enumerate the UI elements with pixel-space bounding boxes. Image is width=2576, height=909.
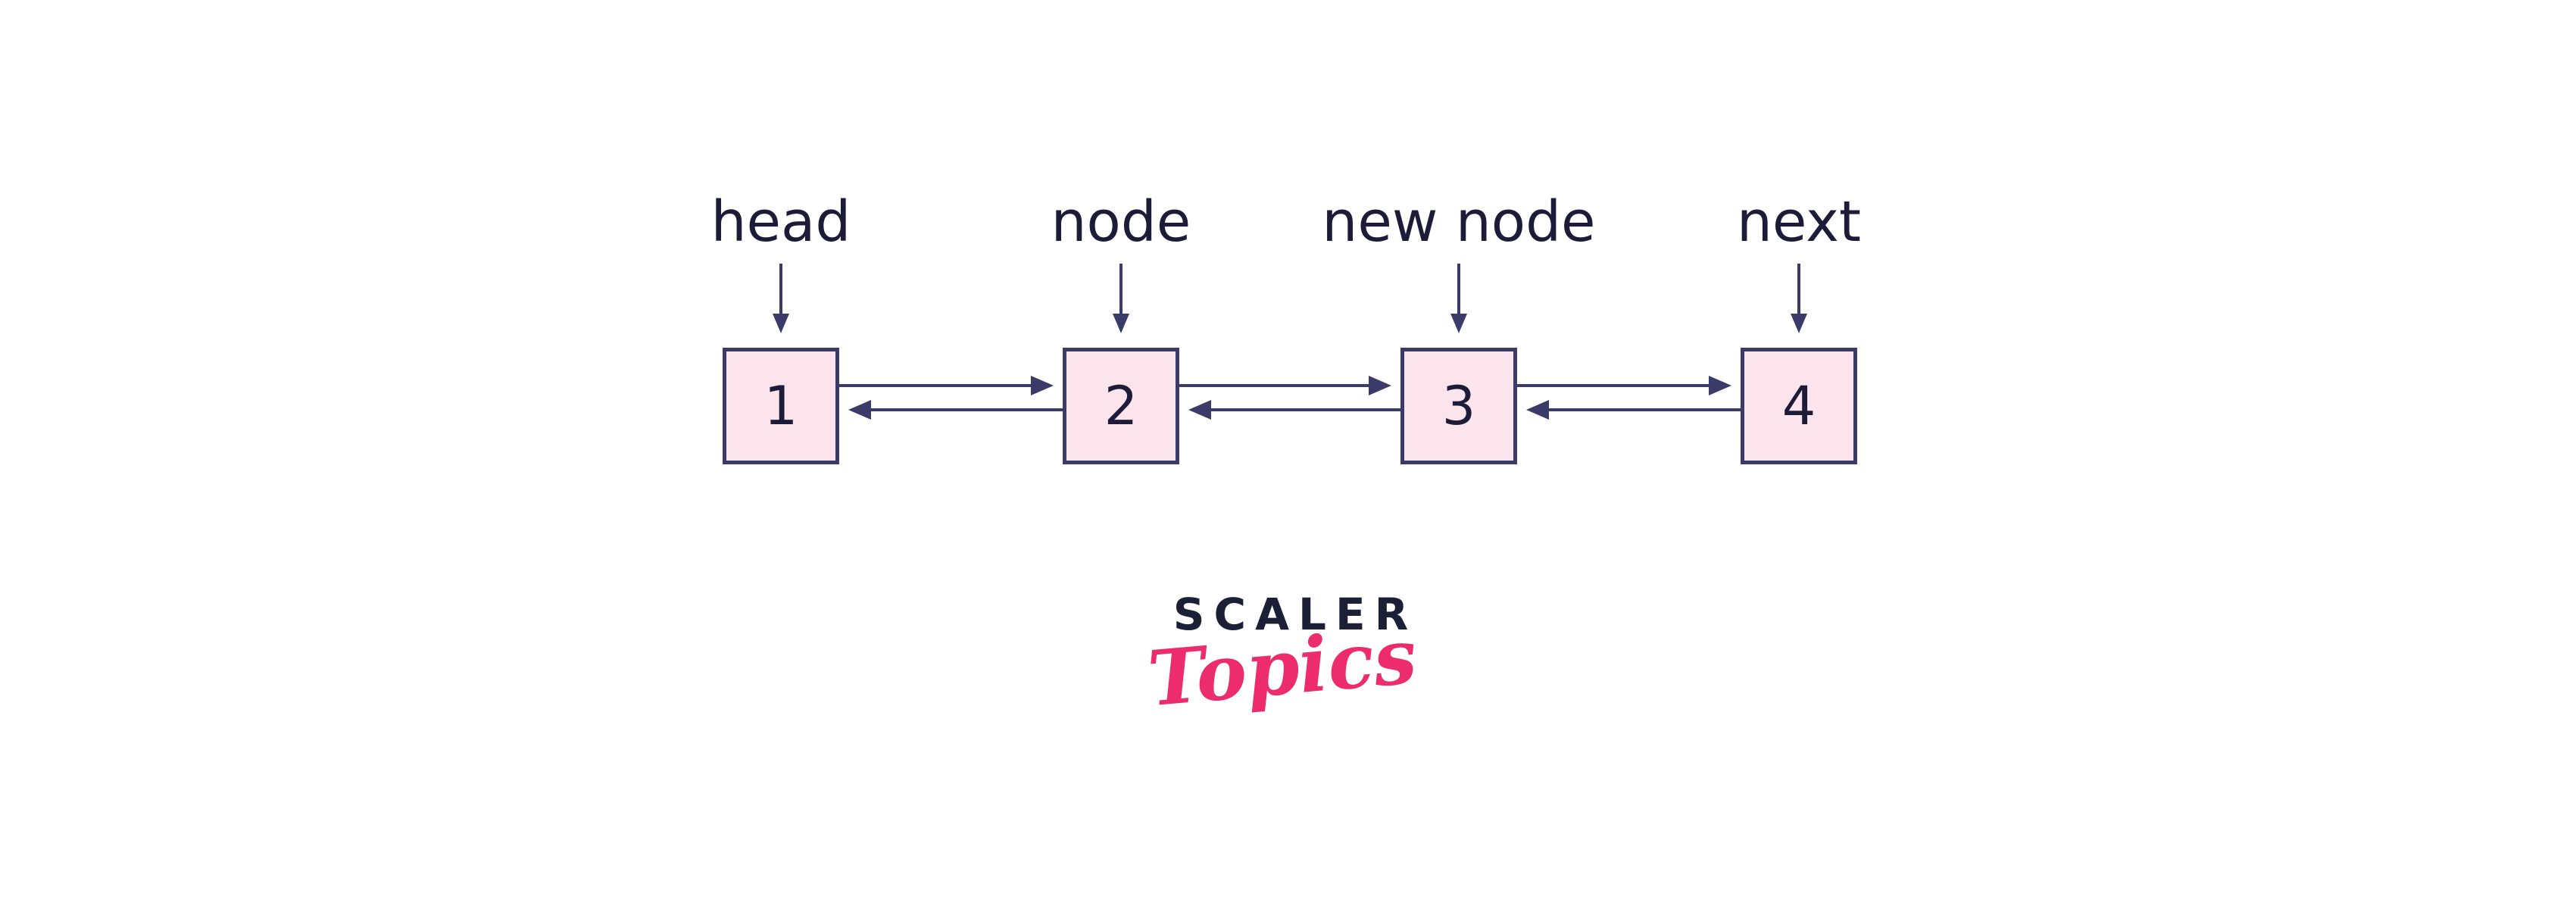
scaler-topics-script-logo: Topics (1144, 611, 1420, 724)
prev-arrow-4-3-icon (1526, 400, 1549, 420)
prev-arrow-3-2-line (1211, 408, 1400, 411)
list-node-3: 3 (1400, 348, 1517, 464)
scaler-logo-wordmark: SCALER (1172, 589, 1418, 640)
down-arrow-new-node-icon (1450, 314, 1467, 333)
list-node-4: 4 (1741, 348, 1857, 464)
down-arrow-new-node-line (1457, 264, 1460, 314)
prev-arrow-2-1-icon (848, 400, 871, 420)
next-arrow-1-2-icon (1031, 376, 1054, 395)
next-arrow-1-2-line (839, 384, 1031, 387)
down-arrow-node-line (1119, 264, 1123, 314)
down-arrow-next-line (1797, 264, 1800, 314)
prev-arrow-3-2-icon (1188, 400, 1211, 420)
list-node-2: 2 (1063, 348, 1179, 464)
down-arrow-head-icon (773, 314, 789, 333)
list-node-1: 1 (723, 348, 839, 464)
next-arrow-3-4-line (1517, 384, 1709, 387)
down-arrow-next-icon (1791, 314, 1807, 333)
prev-arrow-2-1-line (871, 408, 1063, 411)
next-arrow-2-3-icon (1369, 376, 1391, 395)
pointer-label-head: head (710, 189, 851, 255)
pointer-label-new-node: new node (1322, 189, 1596, 255)
pointer-label-next: next (1737, 189, 1861, 255)
next-arrow-2-3-line (1179, 384, 1369, 387)
next-arrow-3-4-icon (1709, 376, 1731, 395)
down-arrow-head-line (779, 264, 782, 314)
pointer-label-node: node (1051, 189, 1191, 255)
prev-arrow-4-3-line (1549, 408, 1741, 411)
down-arrow-node-icon (1113, 314, 1129, 333)
